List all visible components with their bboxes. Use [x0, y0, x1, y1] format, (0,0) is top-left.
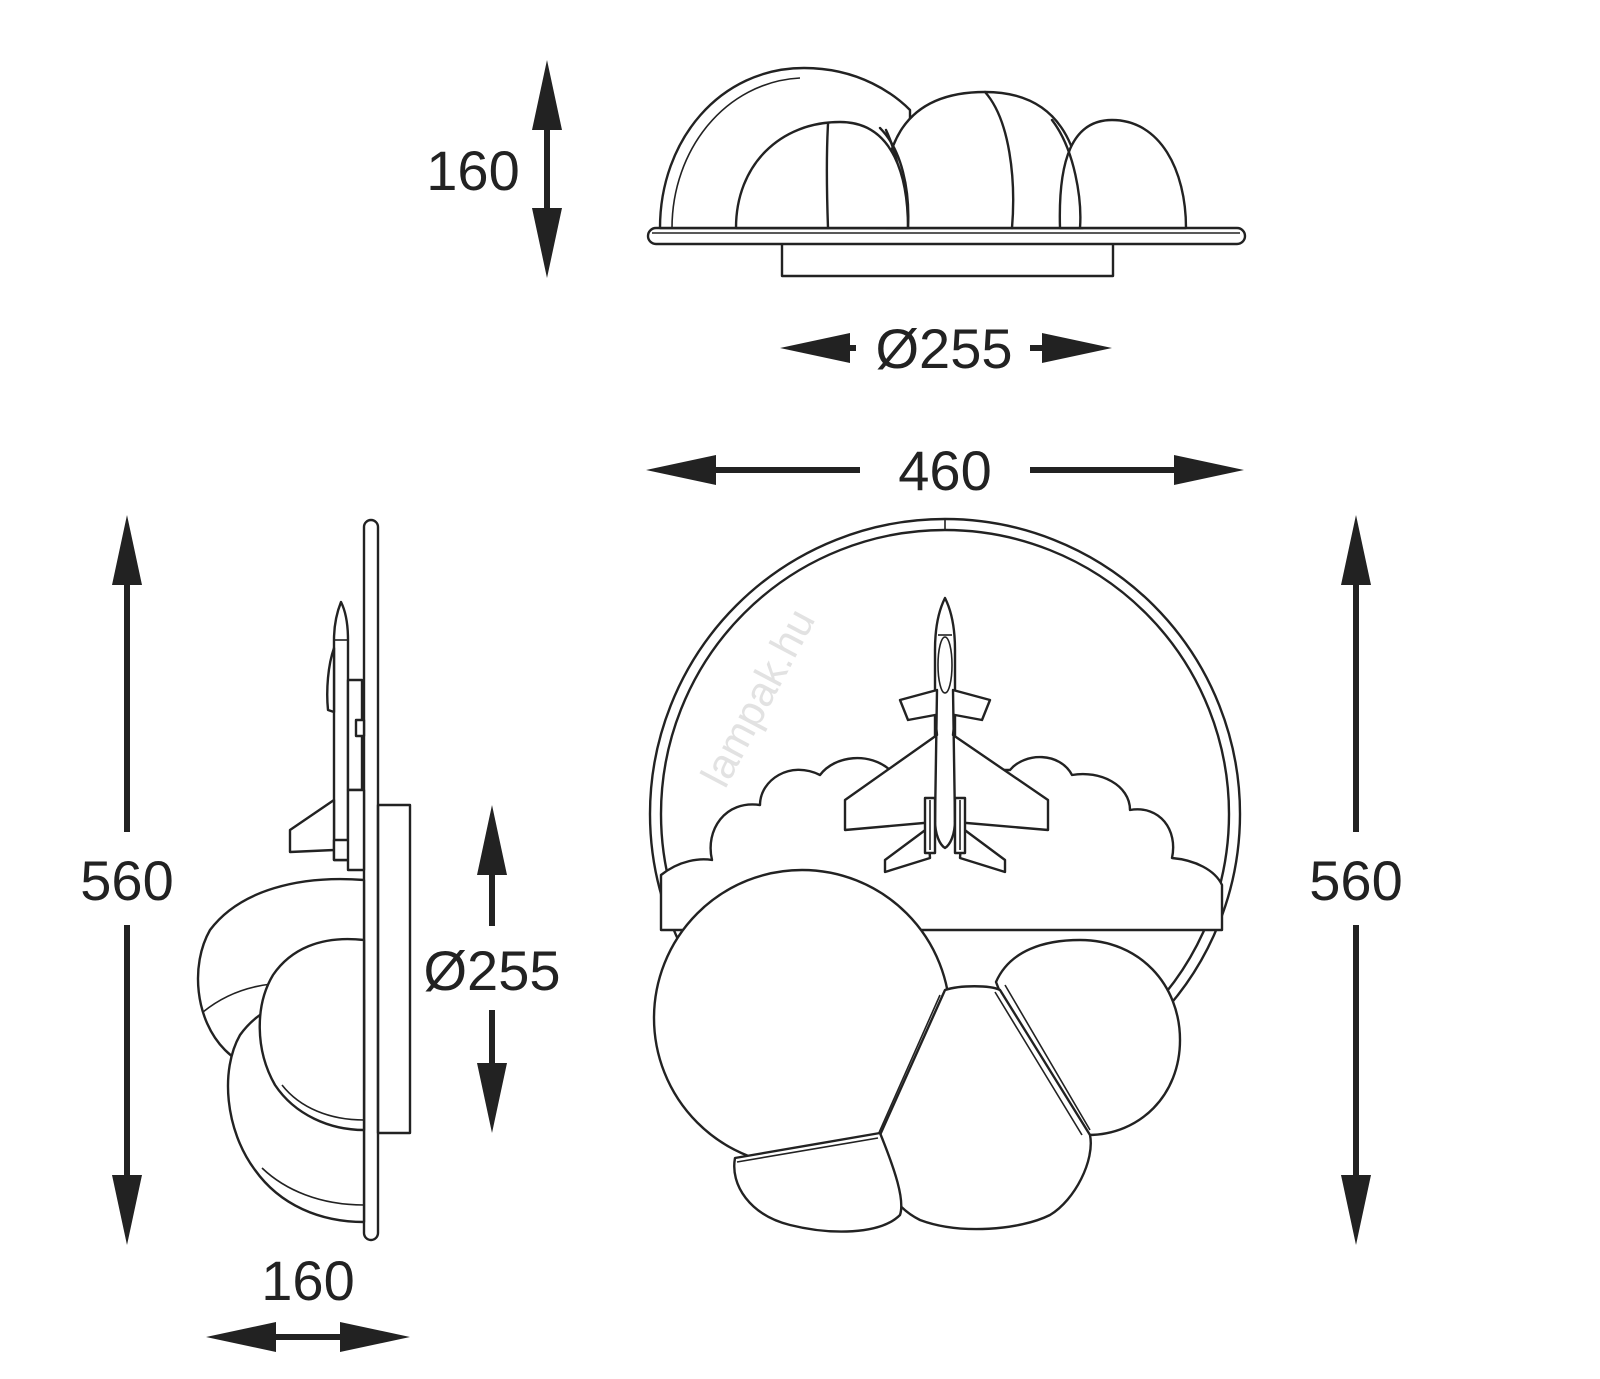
- side-view: [196, 518, 412, 1242]
- watermark: lampak.hu: [691, 601, 823, 794]
- side-mount-box: [376, 803, 412, 1135]
- plane-icon: [843, 596, 1050, 874]
- top-view-dome-front: [734, 120, 910, 230]
- front-height-dimension: 560: [1309, 515, 1403, 1245]
- side-height-label: 560: [80, 849, 173, 912]
- side-wall-plate: [362, 518, 380, 1242]
- side-plane-icon: [288, 600, 366, 872]
- top-height-label: 160: [426, 139, 519, 202]
- side-diameter-dimension: Ø255: [424, 805, 561, 1133]
- side-height-dimension: 560: [80, 515, 174, 1245]
- side-sphere-front: [258, 937, 366, 1132]
- top-view-dome-right: [1058, 118, 1188, 230]
- front-cloud-bottom-left: [733, 1131, 903, 1233]
- side-depth-dimension: 160: [206, 1249, 410, 1352]
- top-view-dome-middle: [883, 90, 1085, 230]
- front-width-label: 460: [898, 439, 991, 502]
- front-view: [648, 517, 1242, 1233]
- top-view: [646, 66, 1247, 278]
- top-diameter-dimension: Ø255: [780, 317, 1112, 380]
- front-width-dimension: 460: [646, 439, 1244, 502]
- top-height-dimension: 160: [426, 60, 562, 278]
- top-diameter-label: Ø255: [876, 317, 1013, 380]
- front-height-label: 560: [1309, 849, 1402, 912]
- side-depth-label: 160: [261, 1249, 354, 1312]
- top-view-plate: [646, 226, 1247, 246]
- side-diameter-label: Ø255: [424, 939, 561, 1002]
